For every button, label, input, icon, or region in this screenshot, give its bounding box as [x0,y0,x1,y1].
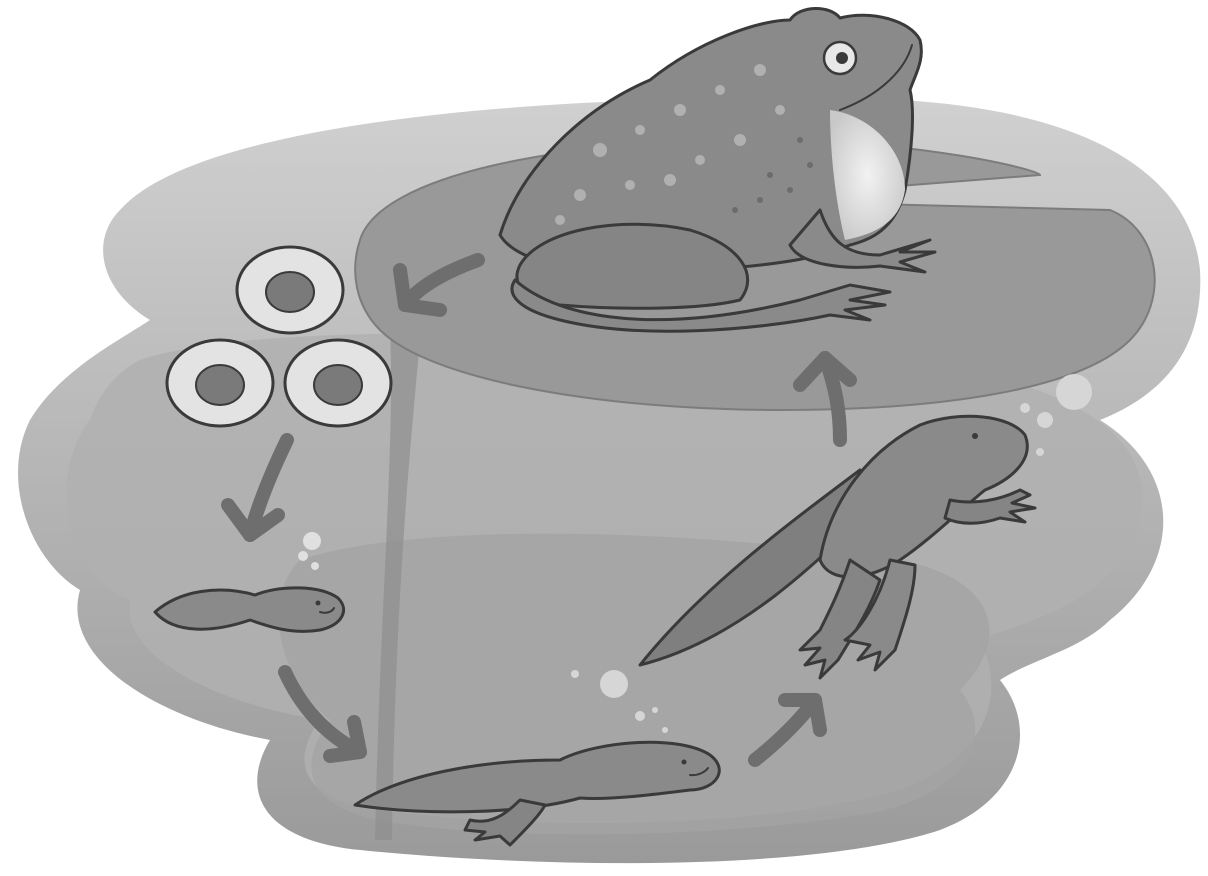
egg-top [237,247,343,333]
egg-left [167,340,273,426]
egg-right [285,340,391,426]
